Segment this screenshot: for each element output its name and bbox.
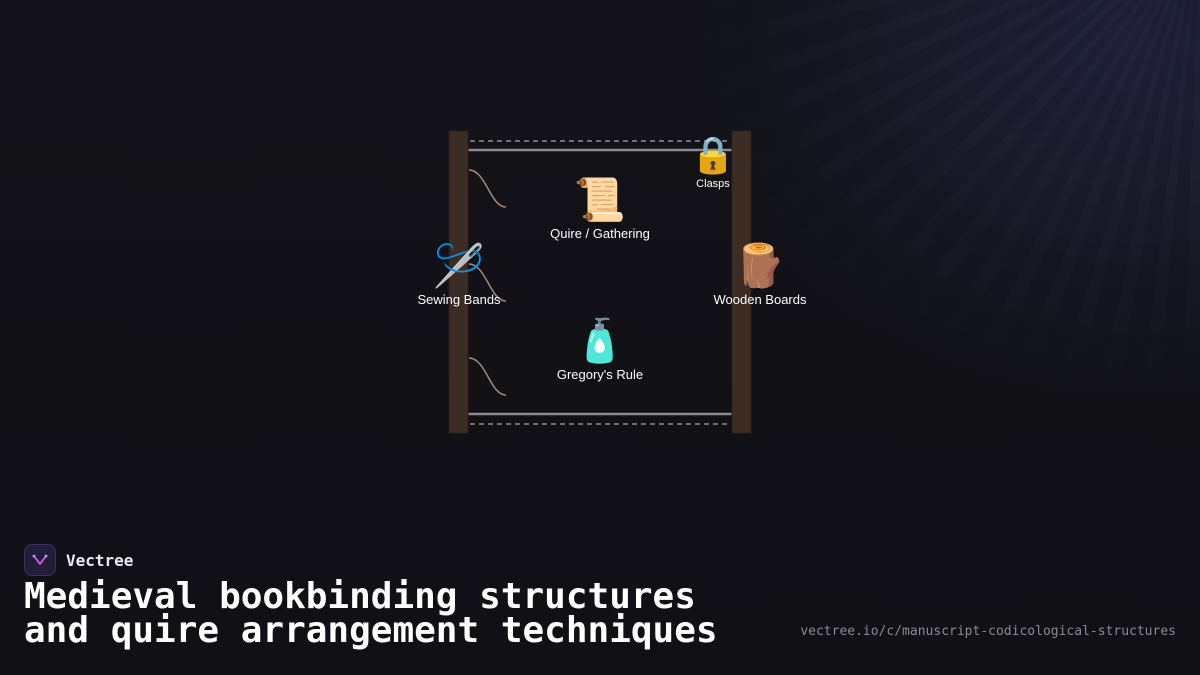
quire-label: Quire / Gathering bbox=[550, 226, 650, 241]
left-wooden-board bbox=[448, 130, 469, 434]
vectree-logo-icon bbox=[24, 544, 56, 576]
sewing-thread-1 bbox=[468, 169, 507, 208]
scroll-icon: 📜 bbox=[573, 175, 627, 224]
sewing-thread-3 bbox=[468, 357, 507, 396]
sewing-thread-2 bbox=[468, 263, 507, 302]
sewing-bands-node: 🪡 Sewing Bands bbox=[417, 241, 501, 308]
right-wooden-board bbox=[731, 130, 752, 434]
sewing-bands-label: Sewing Bands bbox=[417, 292, 501, 307]
clasps-node: 🔒 Clasps bbox=[690, 135, 736, 191]
brand-name: Vectree bbox=[66, 550, 134, 570]
quire-node: 📜 Quire / Gathering bbox=[550, 175, 650, 242]
wooden-boards-label: Wooden Boards bbox=[713, 292, 807, 307]
bottle-icon: 🧴 bbox=[573, 316, 627, 365]
brand: Vectree bbox=[24, 544, 133, 576]
clasps-label: Clasps bbox=[696, 178, 730, 190]
wood-log-icon: 🪵 bbox=[733, 241, 787, 290]
wooden-boards-node: 🪵 Wooden Boards bbox=[713, 241, 807, 308]
source-url: vectree.io/c/manuscript-codicological-st… bbox=[800, 624, 1176, 639]
page-title: Medieval bookbinding structures and quir… bbox=[24, 576, 718, 651]
gregorys-rule-node: 🧴 Gregory's Rule bbox=[556, 316, 644, 383]
sewing-needle-icon: 🪡 bbox=[432, 241, 486, 290]
lock-icon: 🔒 bbox=[690, 135, 736, 176]
gregorys-rule-label: Gregory's Rule bbox=[556, 367, 644, 382]
